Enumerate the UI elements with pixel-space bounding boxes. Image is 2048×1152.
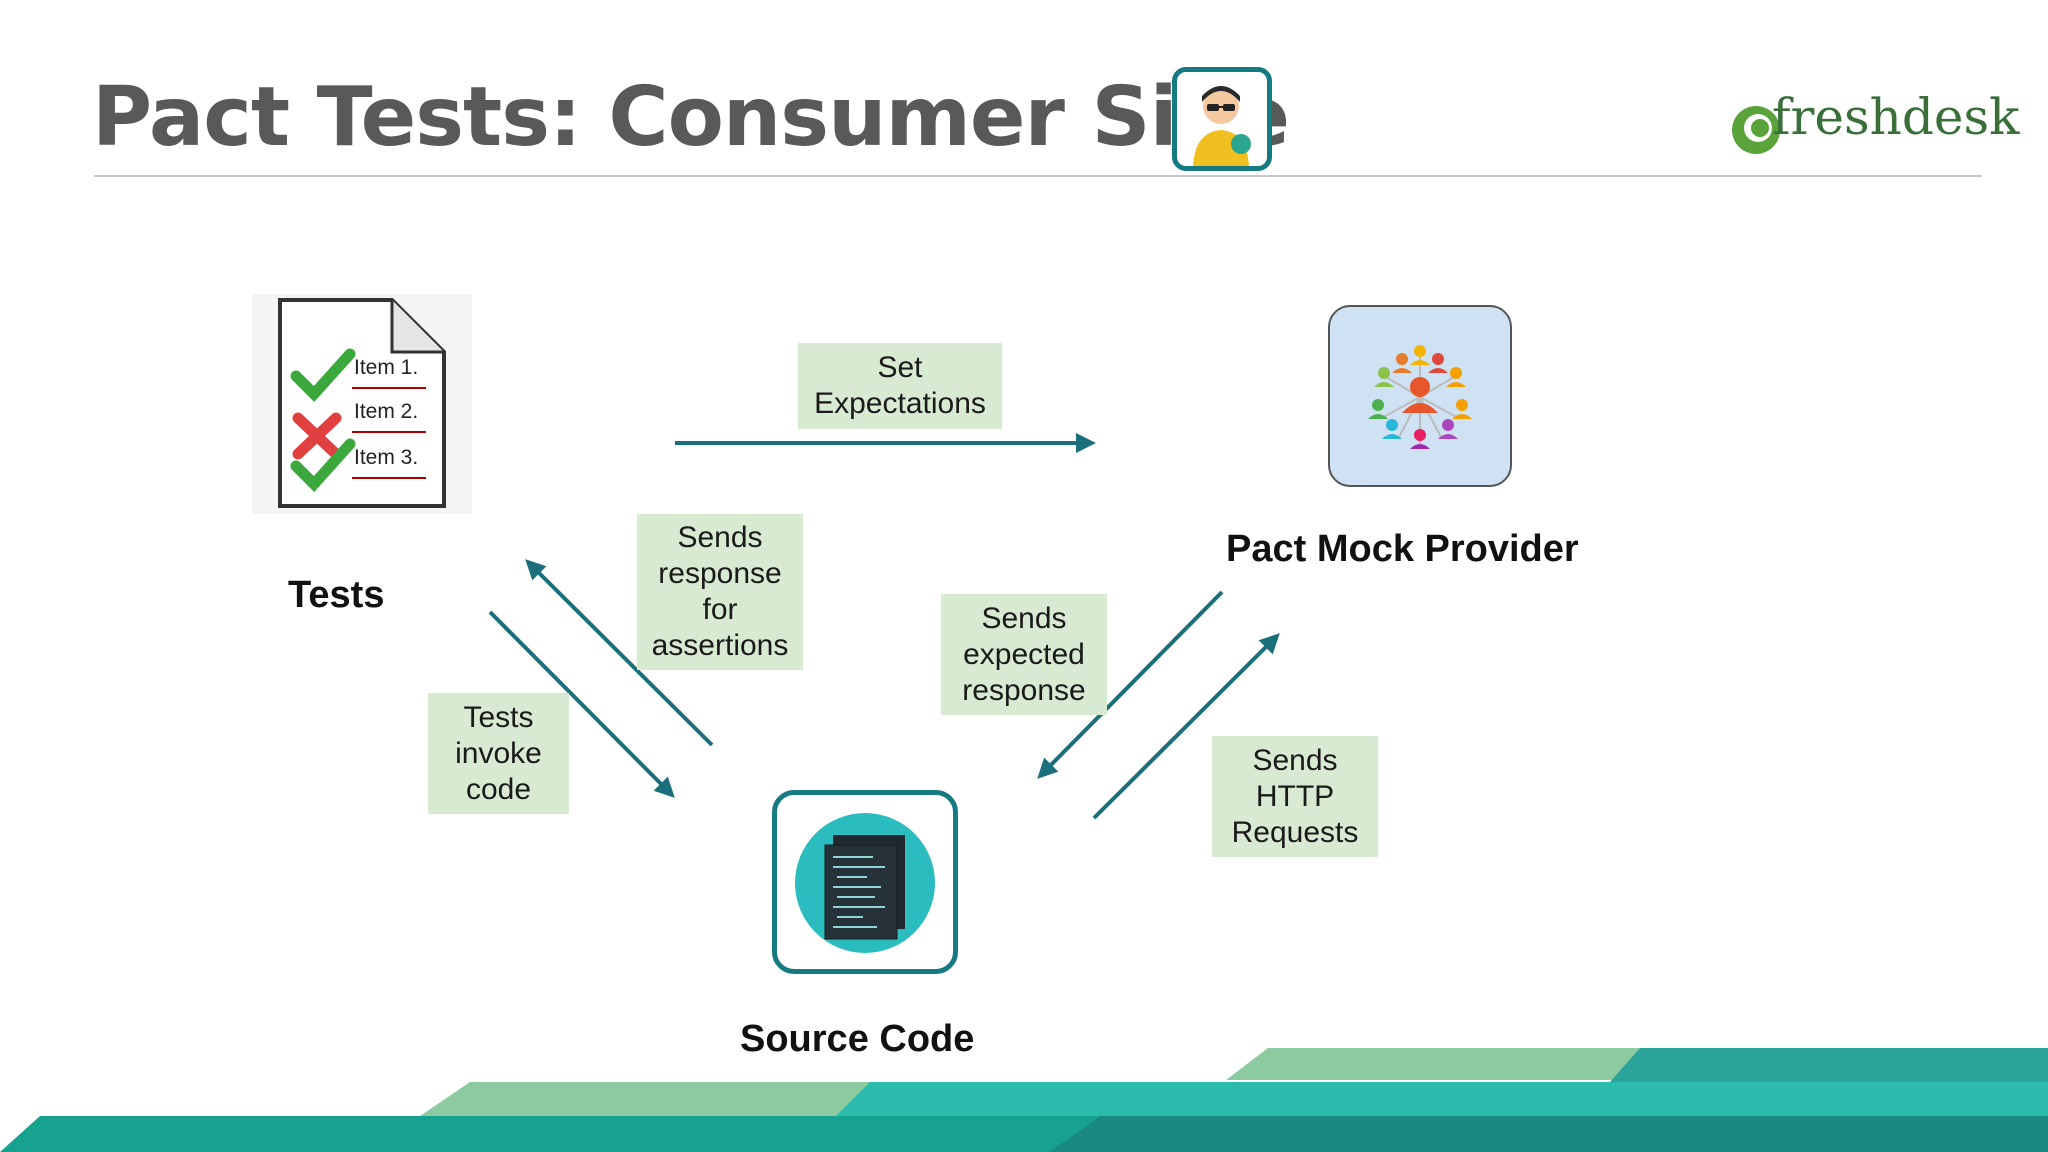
freshdesk-logo: freshdesk bbox=[1728, 88, 2019, 164]
edge-label-tests-invoke-code: Tests invoke code bbox=[428, 693, 569, 814]
mock-provider-label: Pact Mock Provider bbox=[1226, 528, 1579, 570]
freshdesk-wordmark: freshdesk bbox=[1772, 88, 2020, 146]
checklist-item-2: Item 2. bbox=[354, 400, 419, 423]
tests-label: Tests bbox=[288, 574, 385, 616]
footer-bands bbox=[0, 1048, 2048, 1152]
checklist-item-1: Item 1. bbox=[354, 356, 419, 379]
freshdesk-swirl-icon bbox=[1732, 106, 1780, 154]
mock-provider-icon-box bbox=[1328, 305, 1512, 487]
edge-label-sends-http-requests: Sends HTTP Requests bbox=[1212, 736, 1378, 857]
edge-label-sends-response-for-assertions: Sends response for assertions bbox=[637, 514, 803, 670]
code-files-icon bbox=[795, 813, 935, 953]
title-divider bbox=[94, 175, 1982, 177]
avatar bbox=[1172, 67, 1272, 171]
edge-label-sends-expected-response: Sends expected response bbox=[941, 594, 1107, 715]
slide-title: Pact Tests: Consumer Side bbox=[92, 70, 1290, 165]
tests-checklist-image: Item 1. Item 2. Item 3. bbox=[252, 294, 472, 514]
arrow-tests-invoke-code bbox=[488, 610, 675, 798]
checklist-item-3: Item 3. bbox=[354, 446, 419, 469]
presenter-icon bbox=[1193, 86, 1251, 166]
edge-label-set-expectations: Set Expectations bbox=[798, 343, 1002, 429]
source-code-label: Source Code bbox=[740, 1018, 975, 1060]
arrow-sends-response-for-assertions bbox=[525, 559, 714, 747]
arrow-sends-expected-response bbox=[1037, 590, 1224, 779]
arrow-sends-http-requests bbox=[1092, 633, 1280, 820]
people-network-icon bbox=[1368, 345, 1472, 449]
source-code-icon-box bbox=[772, 790, 958, 974]
checklist-document-icon bbox=[278, 298, 446, 508]
